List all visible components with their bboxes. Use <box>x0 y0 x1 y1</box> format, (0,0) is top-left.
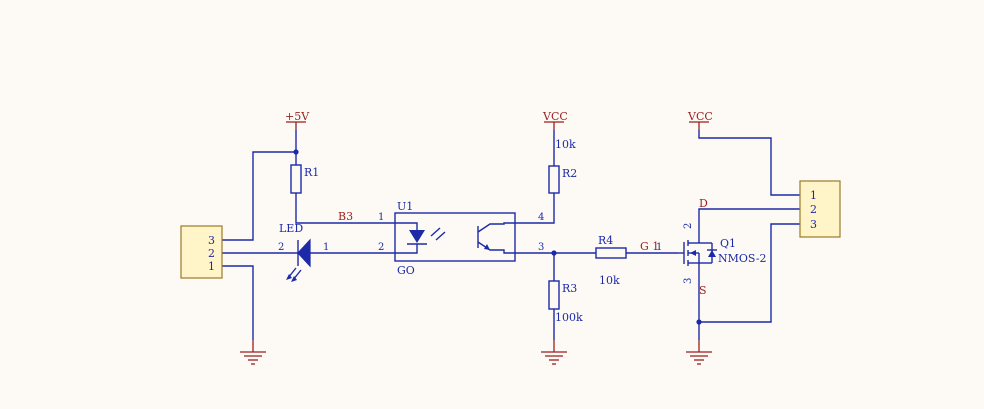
mosfet-q1: Q1 NMOS-2 2 3 1 <box>656 223 767 284</box>
left-connector-pin-3: 3 <box>208 234 215 247</box>
net-labels: B3 G 1 D S <box>338 197 708 297</box>
ground-symbol-2 <box>541 340 567 365</box>
left-connector-pin-2: 2 <box>208 247 215 260</box>
resistor-r3: R3 100k <box>548 280 583 324</box>
right-connector-pin-2: 2 <box>810 203 817 216</box>
u1-pin-1: 1 <box>378 212 384 223</box>
u1-ref: U1 <box>397 200 413 213</box>
r1-ref: R1 <box>304 166 319 179</box>
r3-ref: R3 <box>562 282 577 295</box>
power-5v-symbol: +5V <box>285 110 310 130</box>
power-5v-label: +5V <box>285 110 310 123</box>
left-connector: 3 2 1 <box>180 225 223 279</box>
left-connector-pin-1: 1 <box>208 260 215 273</box>
ground-symbol-1 <box>240 340 266 365</box>
led-pin-2: 2 <box>278 242 284 253</box>
r2-value: 10k <box>555 138 576 151</box>
net-label-d: D <box>699 197 708 210</box>
junctions <box>293 149 702 325</box>
net-label-g1: G 1 <box>640 240 659 253</box>
q1-value: NMOS-2 <box>718 252 767 265</box>
right-connector-pin-3: 3 <box>810 218 817 231</box>
q1-pin-drain: 2 <box>683 223 694 229</box>
right-connector-pin-1: 1 <box>810 189 817 202</box>
r4-value: 10k <box>599 274 620 287</box>
net-label-b3: B3 <box>338 210 353 223</box>
power-vcc-symbol-2: VCC <box>687 110 713 130</box>
r2-ref: R2 <box>562 167 577 180</box>
u1-pin-4: 4 <box>538 212 544 223</box>
led-ref: LED <box>279 222 303 235</box>
u1-value: GO <box>397 264 415 277</box>
u1-pin-3: 3 <box>538 242 544 253</box>
resistor-r4: R4 10k <box>595 234 627 287</box>
r3-value: 100k <box>555 311 583 324</box>
led-diode: LED 2 1 <box>278 222 329 282</box>
optocoupler-u1: U1 GO 1 2 3 4 <box>378 200 544 277</box>
power-vcc-symbol-1: VCC <box>542 110 568 130</box>
r4-ref: R4 <box>598 234 613 247</box>
right-connector: 1 2 3 <box>799 180 841 238</box>
led-pin-1: 1 <box>323 242 329 253</box>
resistor-r1: R1 <box>290 164 319 194</box>
net-label-s: S <box>699 284 707 297</box>
ground-symbol-3 <box>686 340 712 365</box>
power-vcc-label-2: VCC <box>687 110 713 123</box>
u1-pin-2: 2 <box>378 242 384 253</box>
q1-pin-source: 3 <box>683 278 694 284</box>
resistor-r2: R2 10k <box>548 138 577 194</box>
wires <box>222 130 800 340</box>
power-vcc-label-1: VCC <box>542 110 568 123</box>
q1-ref: Q1 <box>720 237 736 250</box>
q1-pin-gate: 1 <box>656 242 662 253</box>
